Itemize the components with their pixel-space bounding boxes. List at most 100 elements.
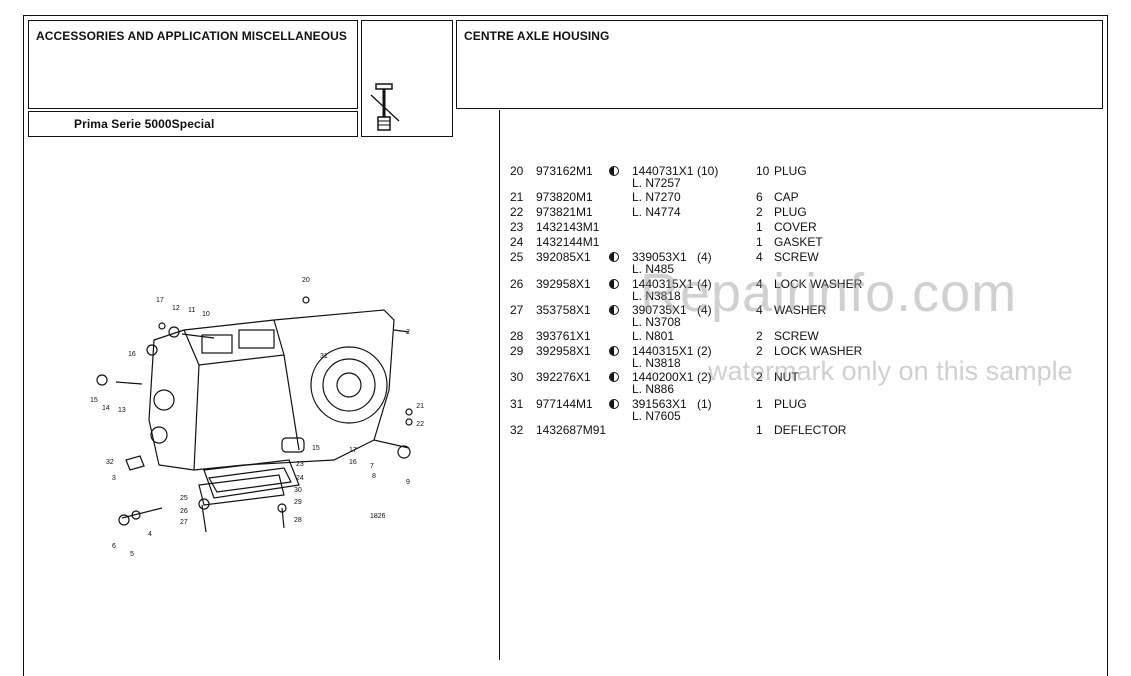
- half-filled-circle-icon: [609, 252, 619, 262]
- callout-18: 16: [349, 459, 357, 466]
- ref-number: 28: [510, 329, 524, 343]
- description: WASHER: [774, 303, 827, 317]
- callout-25: 27: [180, 519, 188, 526]
- part-number: 1432143M1: [536, 220, 600, 234]
- part-note: L. N485: [632, 262, 675, 276]
- part-number: 1432144M1: [536, 235, 600, 249]
- alt-part-number: 1440315X1: [632, 344, 694, 358]
- part-note: L. N3818: [632, 356, 681, 370]
- section-title: ACCESSORIES AND APPLICATION MISCELLANEOU…: [36, 29, 348, 43]
- alt-quantity: (2): [697, 344, 712, 358]
- part-number: 1432687M91: [536, 423, 607, 437]
- alt-part-number: 391563X1: [632, 397, 687, 411]
- quantity: 2: [756, 329, 763, 343]
- part-note: L. N3818: [632, 289, 681, 303]
- page-frame: [23, 15, 1108, 676]
- callout-19: 17: [156, 297, 164, 304]
- description: LOCK WASHER: [774, 277, 863, 291]
- callout-26: 26: [180, 508, 188, 515]
- quantity: 4: [756, 303, 763, 317]
- part-note: L. N7605: [632, 409, 681, 423]
- ref-number: 24: [510, 235, 524, 249]
- callout-16: 15: [312, 445, 320, 452]
- callout-17: 16: [128, 351, 136, 358]
- ref-number: 21: [510, 190, 524, 204]
- ref-number: 20: [510, 164, 524, 178]
- callout-24: 23: [296, 461, 304, 468]
- quantity: 1: [756, 423, 763, 437]
- description: SCREW: [774, 329, 819, 343]
- callout-19b: 17: [349, 447, 357, 454]
- callout-28: 28: [294, 517, 302, 524]
- description: LOCK WASHER: [774, 344, 863, 358]
- callout-2: 2: [406, 329, 410, 336]
- description: COVER: [774, 220, 817, 234]
- group-title-box: CENTRE AXLE HOUSING: [456, 20, 1103, 109]
- group-title: CENTRE AXLE HOUSING: [464, 29, 610, 43]
- callout-12: 12: [172, 305, 180, 312]
- callout-4: 4: [148, 531, 152, 538]
- part-number: 973162M1: [536, 164, 593, 178]
- quantity: 4: [756, 277, 763, 291]
- part-number: 353758X1: [536, 303, 591, 317]
- part-note: L. N7257: [632, 176, 681, 190]
- callout-21: 21: [416, 403, 424, 410]
- description: DEFLECTOR: [774, 423, 847, 437]
- part-note: L. N886: [632, 382, 675, 396]
- ref-number: 23: [510, 220, 524, 234]
- ref-number: 25: [510, 250, 524, 264]
- column-divider: [499, 110, 500, 660]
- alt-part-number: 339053X1: [632, 250, 687, 264]
- half-filled-circle-icon: [609, 166, 619, 176]
- diagram-ref: 1826: [370, 513, 386, 520]
- part-number: 392276X1: [536, 370, 591, 384]
- part-number: 393761X1: [536, 329, 591, 343]
- alt-part-number: 390735X1: [632, 303, 687, 317]
- description: NUT: [774, 370, 799, 384]
- callout-29: 29: [294, 499, 302, 506]
- ref-number: 30: [510, 370, 524, 384]
- icon-box: [361, 20, 453, 137]
- part-number: 392958X1: [536, 277, 591, 291]
- description: PLUG: [774, 397, 807, 411]
- alt-part-number: L. N4774: [632, 205, 681, 219]
- description: GASKET: [774, 235, 823, 249]
- quantity: 4: [756, 250, 763, 264]
- callout-20: 20: [302, 277, 310, 284]
- alt-quantity: (4): [697, 250, 712, 264]
- part-number: 392085X1: [536, 250, 591, 264]
- part-number: 392958X1: [536, 344, 591, 358]
- quantity: 1: [756, 235, 763, 249]
- alt-part-number: 1440315X1: [632, 277, 694, 291]
- callout-15: 15: [90, 397, 98, 404]
- callout-7: 7: [370, 463, 374, 470]
- ref-number: 32: [510, 423, 524, 437]
- quantity: 2: [756, 370, 763, 384]
- description: CAP: [774, 190, 799, 204]
- alt-part-number: L. N801: [632, 329, 675, 343]
- part-note: L. N3708: [632, 315, 681, 329]
- alt-quantity: (2): [697, 370, 712, 384]
- callout-14: 14: [102, 405, 110, 412]
- callout-3: 3: [112, 475, 116, 482]
- callout-5: 5: [130, 551, 134, 558]
- callout-9: 9: [406, 479, 410, 486]
- model-name: Prima Serie 5000Special: [74, 117, 215, 131]
- callout-23: 24: [296, 475, 304, 482]
- exploded-diagram: 20 17 12 11 10 2 16 31 15 14 13 21 22 15…: [90, 277, 424, 558]
- half-filled-circle-icon: [609, 279, 619, 289]
- callout-30: 30: [294, 487, 302, 494]
- callout-10: 10: [202, 311, 210, 318]
- callout-6: 6: [112, 543, 116, 550]
- callout-8: 8: [372, 473, 376, 480]
- part-number: 977144M1: [536, 397, 593, 411]
- quantity: 2: [756, 205, 763, 219]
- quantity: 10: [756, 164, 770, 178]
- ref-number: 22: [510, 205, 524, 219]
- alt-quantity: (10): [697, 164, 719, 178]
- half-filled-circle-icon: [609, 399, 619, 409]
- ref-number: 27: [510, 303, 524, 317]
- callout-22: 22: [416, 421, 424, 428]
- description: PLUG: [774, 164, 807, 178]
